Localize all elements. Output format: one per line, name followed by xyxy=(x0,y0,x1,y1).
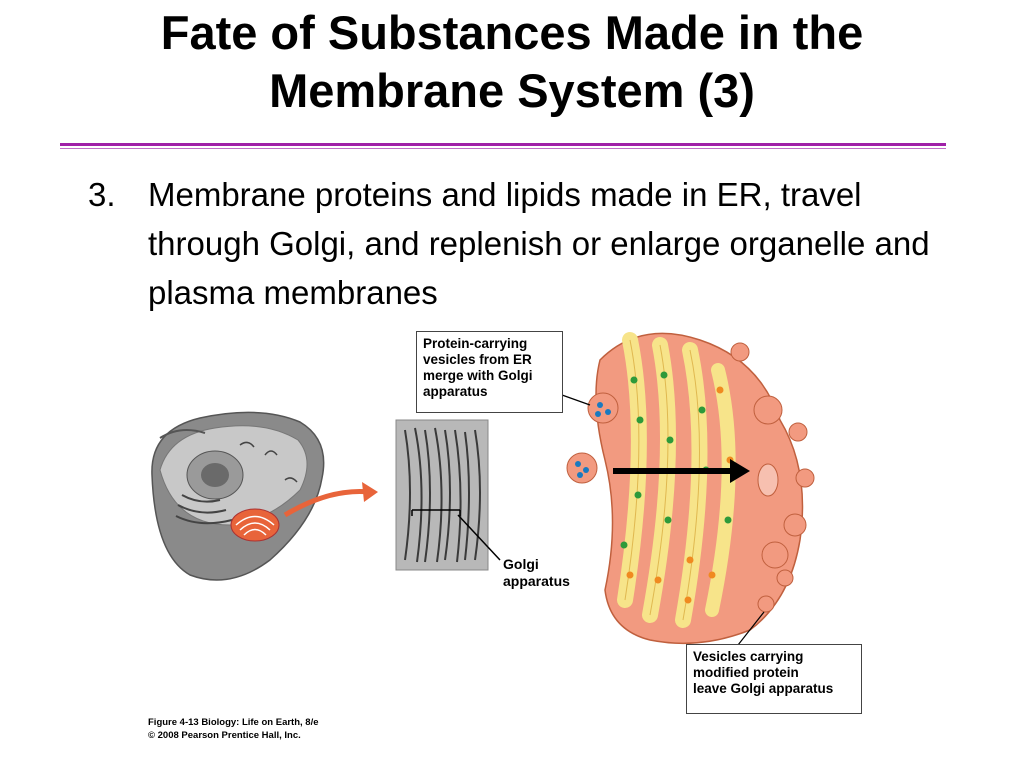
callout-bottom-line-1: Vesicles carrying xyxy=(693,649,804,664)
callout-outgoing-vesicles: Vesicles carrying modified protein leave… xyxy=(686,644,862,714)
callout-top-line-3: merge with Golgi xyxy=(423,368,533,383)
slide-title: Fate of Substances Made in the Membrane … xyxy=(0,4,1024,120)
callout-bottom-line-2: modified protein xyxy=(693,665,799,680)
title-divider xyxy=(60,143,946,146)
title-line-2: Membrane System (3) xyxy=(269,64,755,117)
cell-illustration xyxy=(151,411,325,581)
callout-top-line-4: apparatus xyxy=(423,384,488,399)
golgi-diagram xyxy=(561,332,815,646)
callout-top-line-2: vesicles from ER xyxy=(423,352,532,367)
zoom-arrow-head xyxy=(362,482,378,502)
golgi-label-line-1: Golgi xyxy=(503,556,539,572)
title-line-1: Fate of Substances Made in the xyxy=(160,6,864,59)
golgi-label-line-2: apparatus xyxy=(503,573,570,589)
figure-caption: Figure 4-13 Biology: Life on Earth, 8/e … xyxy=(148,716,319,742)
bullet-text: Membrane proteins and lipids made in ER,… xyxy=(148,176,930,311)
zoom-arrow xyxy=(283,489,371,518)
golgi-micrograph xyxy=(395,419,501,571)
callout-incoming-vesicles: Protein-carrying vesicles from ER merge … xyxy=(416,331,563,413)
bullet-number: 3. xyxy=(88,176,116,213)
golgi-figure xyxy=(151,332,815,646)
golgi-apparatus-label: Golgi apparatus xyxy=(503,556,570,590)
callout-top-line-1: Protein-carrying xyxy=(423,336,528,351)
callout-bottom-line-3: leave Golgi apparatus xyxy=(693,681,834,696)
title-divider-thin xyxy=(60,148,946,149)
caption-line-1: Figure 4-13 Biology: Life on Earth, 8/e xyxy=(148,717,319,728)
caption-line-2: © 2008 Pearson Prentice Hall, Inc. xyxy=(148,730,301,741)
